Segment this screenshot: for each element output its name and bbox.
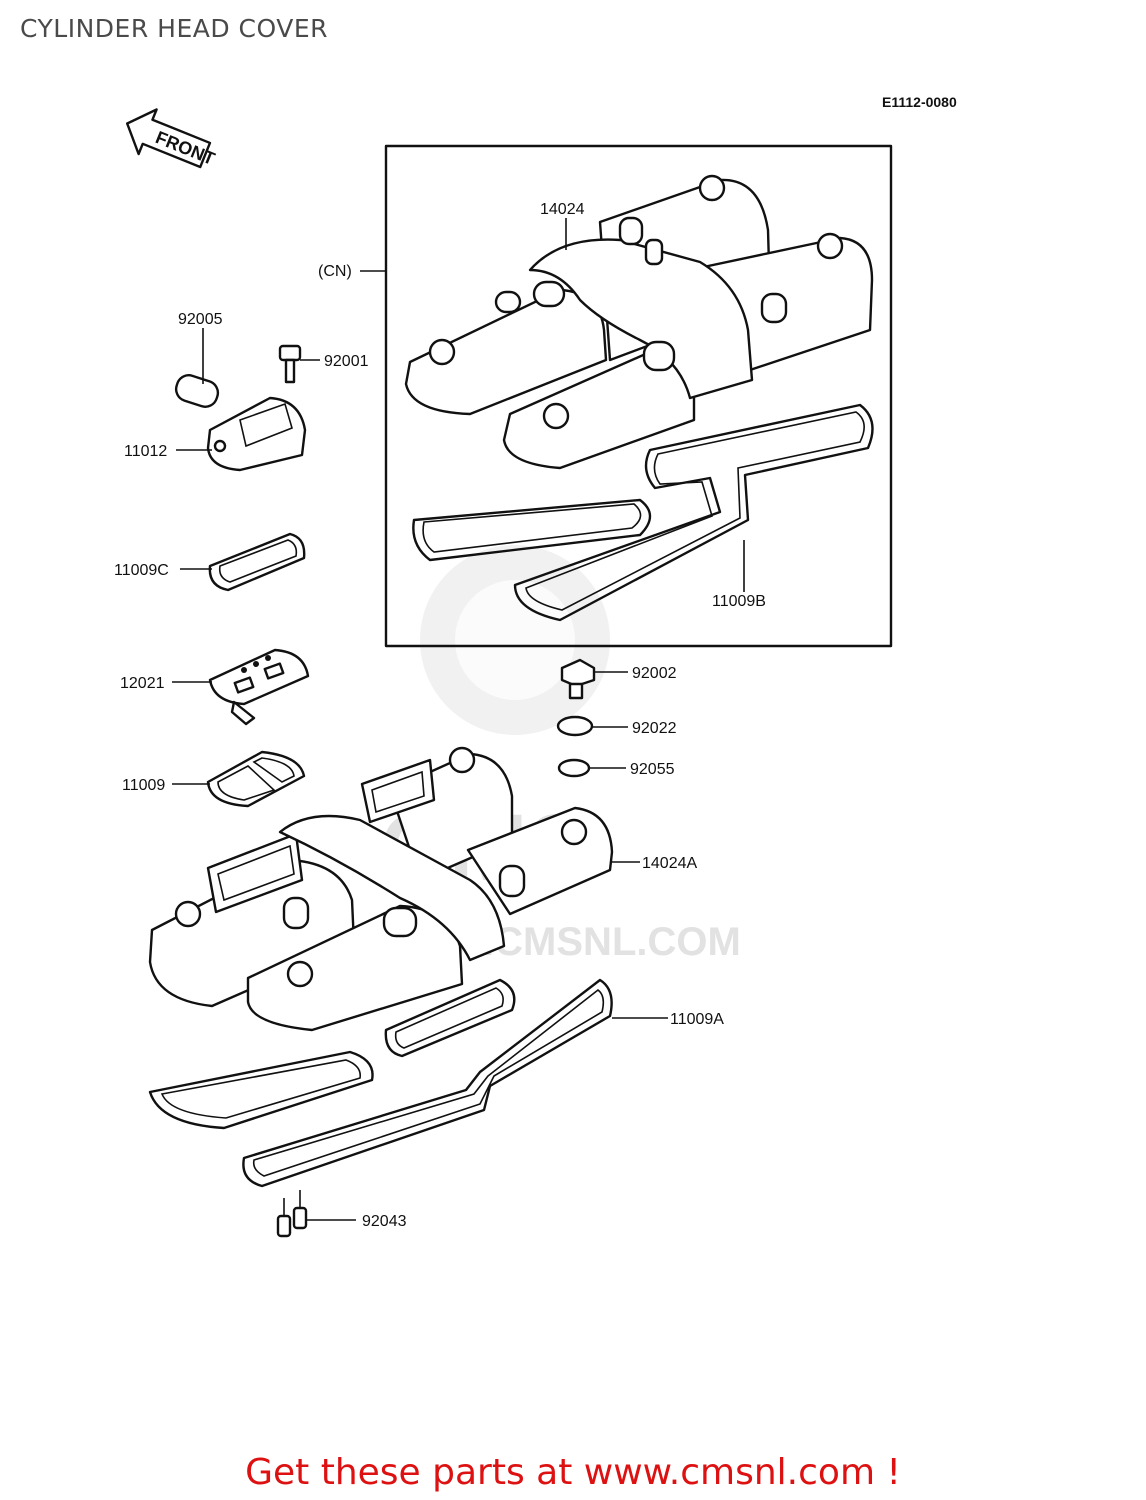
diagram-code: E1112-0080 — [882, 94, 957, 110]
callout-92043: 92043 — [362, 1213, 407, 1230]
cn-variant-box — [384, 144, 893, 648]
callout-14024a: 14024A — [642, 855, 697, 872]
gasket-11009 — [206, 750, 306, 808]
plate-12021 — [208, 648, 310, 726]
page-title: CYLINDER HEAD COVER — [20, 14, 329, 43]
gasket-11009c — [208, 532, 306, 592]
callout-11009b: 11009B — [712, 593, 766, 610]
leader-lines — [172, 218, 745, 1221]
front-arrow: FRONT — [126, 108, 218, 169]
breather-cover-11012 — [174, 374, 307, 472]
callout-labels: 14024 (CN) 92005 92001 11012 11009C 1100… — [114, 201, 766, 1230]
callout-12021: 12021 — [120, 675, 165, 692]
callout-92055: 92055 — [630, 761, 675, 778]
grommet-92055 — [557, 758, 591, 778]
callout-14024: 14024 — [540, 201, 585, 218]
washer-92022 — [556, 715, 594, 737]
promo-link[interactable]: Get these parts at www.cmsnl.com ! — [245, 1452, 901, 1493]
callout-cn: (CN) — [318, 263, 352, 280]
bolt-92002 — [560, 658, 596, 700]
callout-92005: 92005 — [178, 311, 223, 328]
callout-92022: 92022 — [632, 720, 677, 737]
callout-92001: 92001 — [324, 353, 369, 370]
callout-11009a: 11009A — [670, 1011, 724, 1028]
bolt-92001 — [278, 344, 302, 384]
callout-92002: 92002 — [632, 665, 677, 682]
callout-11009c: 11009C — [114, 562, 169, 579]
callout-11009: 11009 — [122, 777, 165, 794]
cylinder-head-cover-a — [148, 746, 614, 1238]
cylinder-head-cover-cn — [404, 174, 874, 622]
callout-11012: 11012 — [124, 443, 167, 460]
